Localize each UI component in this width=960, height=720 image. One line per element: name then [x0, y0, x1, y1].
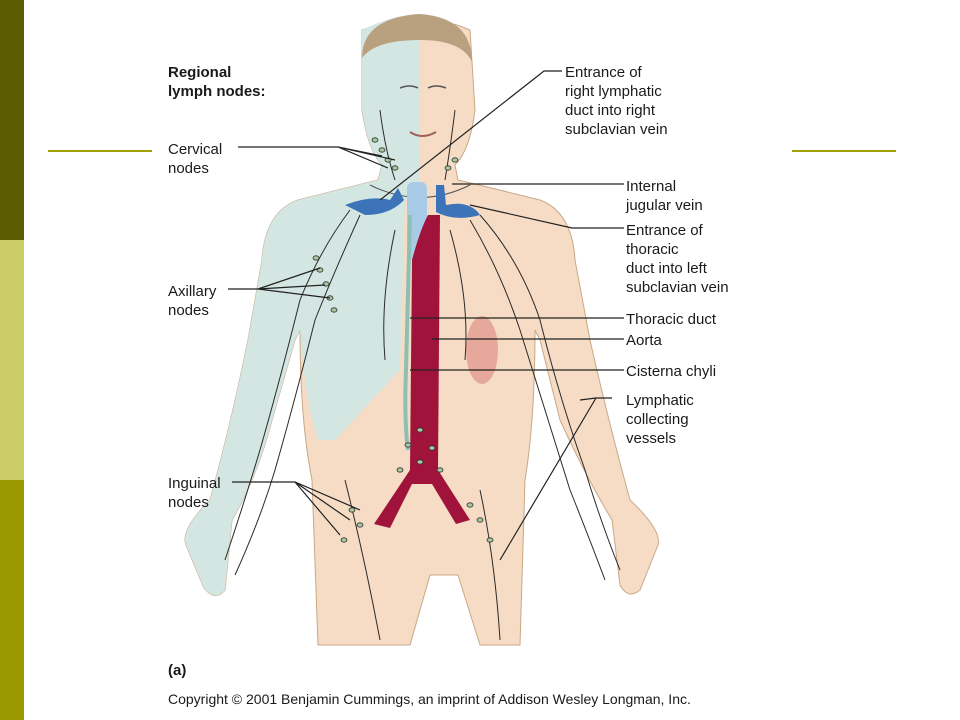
vessel [479, 489, 501, 641]
label-thoracic-duct: Thoracic duct [626, 311, 717, 328]
spleen [466, 316, 498, 384]
right-side-drainage-region [185, 14, 420, 596]
thoracic-duct [403, 214, 412, 451]
accent-strip-middle [0, 240, 24, 480]
divider-left [48, 150, 152, 152]
lymph-node [416, 427, 424, 433]
lymph-node [428, 445, 436, 451]
lymphatic-vessels [224, 109, 621, 641]
vessel [224, 209, 351, 561]
label-axillary-nodes: Axillary nodes [168, 283, 217, 319]
panel-label: (a) [168, 662, 187, 679]
label-cervical-nodes: Cervical nodes [168, 141, 223, 177]
lymph-node [356, 522, 364, 528]
lymph-node [396, 467, 404, 473]
lymph-node [340, 537, 348, 543]
label-aorta: Aorta [626, 332, 662, 349]
lymph-node [312, 255, 320, 261]
lymph-node [378, 147, 386, 153]
lymph-nodes [312, 137, 494, 543]
left-subclavian-vein [436, 185, 480, 218]
label-lymphatic-collecting-vessels: Lymphatic collecting vessels [626, 392, 694, 447]
vessel [379, 109, 396, 181]
leader-thoracic-duct-entrance [469, 204, 624, 229]
lymph-node [391, 165, 399, 171]
lymph-node [416, 459, 424, 465]
vessel [479, 214, 621, 571]
leader-cervical [238, 146, 396, 169]
lymph-node [371, 137, 379, 143]
vessel [383, 229, 396, 361]
leader-lines [228, 70, 624, 561]
heading-regional-lymph-nodes: Regional lymph nodes: [168, 64, 266, 100]
vessel [344, 479, 381, 641]
leader-axillary [228, 267, 331, 299]
internal-structures [345, 182, 498, 528]
right-subclavian-vein [345, 188, 404, 215]
label-internal-jugular-vein: Internal jugular vein [626, 178, 703, 214]
label-cisterna-chyli: Cisterna chyli [626, 363, 717, 380]
lymph-node [348, 507, 356, 513]
divider-right [792, 150, 896, 152]
leader-inguinal [232, 481, 361, 536]
leader-collecting-vessels [499, 397, 612, 561]
lymph-node [404, 442, 412, 448]
vessel [449, 229, 467, 361]
label-right-lymphatic-duct: Entrance of right lymphatic duct into ri… [565, 64, 668, 138]
lymph-node [330, 307, 338, 313]
lymph-node [451, 157, 459, 163]
lymph-node [436, 467, 444, 473]
vessel [444, 109, 456, 181]
hair [362, 14, 472, 62]
mouth [409, 131, 437, 137]
lymph-node [444, 165, 452, 171]
eye-left [427, 85, 447, 89]
accent-strip-bottom [0, 480, 24, 720]
accent-strip-top [0, 0, 24, 240]
copyright-notice: Copyright © 2001 Benjamin Cummings, an i… [168, 691, 691, 707]
label-thoracic-duct-entrance: Entrance of thoracic duct into left subc… [626, 222, 729, 296]
lymph-node [466, 502, 474, 508]
eye-right [399, 85, 419, 89]
lymph-node [486, 537, 494, 543]
lymph-node [476, 517, 484, 523]
leader-right-lymphatic-duct [379, 70, 562, 201]
aorta [374, 215, 470, 528]
vessel [469, 219, 606, 581]
vessel [234, 214, 361, 576]
label-inguinal-nodes: Inguinal nodes [168, 475, 221, 511]
